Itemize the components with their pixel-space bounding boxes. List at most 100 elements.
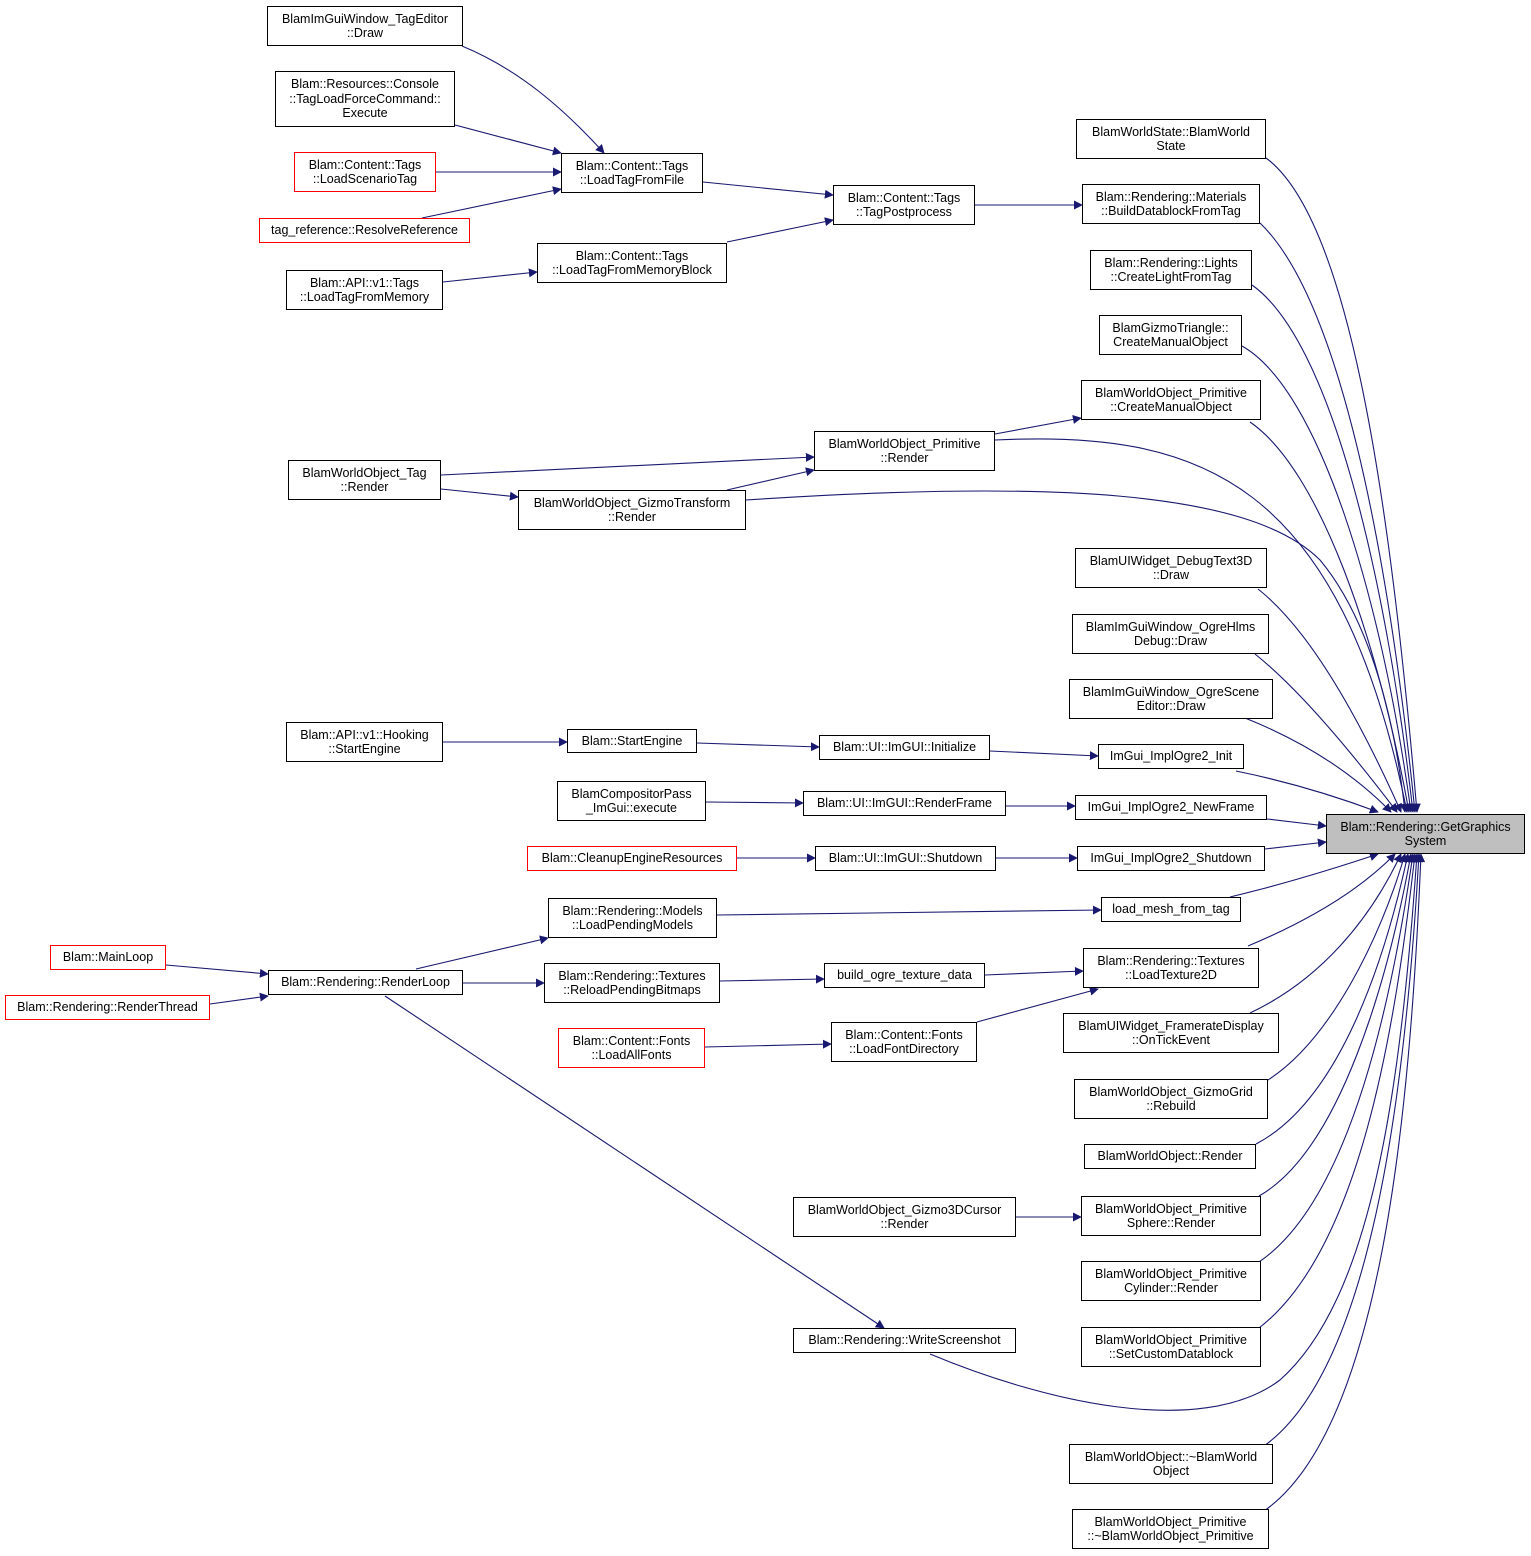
node-label: load_mesh_from_tag	[1112, 902, 1230, 917]
node-impl-init[interactable]: ImGui_ImplOgre2_Init	[1098, 744, 1244, 769]
node-start-engine[interactable]: Blam::StartEngine	[567, 729, 697, 753]
node-label: ::LoadTagFromMemoryBlock	[552, 263, 712, 277]
node-label: _ImGui::execute	[585, 801, 677, 815]
node-imgui-tageditor-draw[interactable]: BlamImGuiWindow_TagEditor::Draw	[267, 6, 463, 46]
node-label: ::CreateManualObject	[1110, 400, 1232, 414]
node-console-tagloadforce-execute[interactable]: Blam::Resources::Console::TagLoadForceCo…	[275, 71, 455, 127]
node-label: Sphere::Render	[1126, 1216, 1216, 1230]
node-label: State	[1156, 139, 1186, 153]
node-main-loop[interactable]: Blam::MainLoop	[50, 945, 166, 970]
node-gizmotransform-render[interactable]: BlamWorldObject_GizmoTransform::Render	[518, 490, 746, 530]
node-label: ::LoadTagFromMemory	[299, 290, 430, 304]
node-render-thread[interactable]: Blam::Rendering::RenderThread	[5, 995, 210, 1020]
node-tag-postprocess[interactable]: Blam::Content::Tags::TagPostprocess	[833, 185, 975, 225]
node-label: Cylinder::Render	[1124, 1281, 1218, 1295]
edge-renderthread-to-renderloop	[209, 992, 269, 1005]
node-label: Blam::Rendering::Materials	[1095, 189, 1247, 204]
node-framerate-ontick[interactable]: BlamUIWidget_FramerateDisplay::OnTickEve…	[1063, 1013, 1279, 1053]
node-load-texture2d[interactable]: Blam::Rendering::Textures::LoadTexture2D	[1083, 948, 1259, 988]
node-load-all-fonts[interactable]: Blam::Content::Fonts::LoadAllFonts	[558, 1028, 705, 1068]
node-load-tag-from-memory-block[interactable]: Blam::Content::Tags::LoadTagFromMemoryBl…	[537, 243, 727, 283]
node-ui-initialize[interactable]: Blam::UI::ImGUI::Initialize	[819, 735, 990, 760]
node-ui-shutdown[interactable]: Blam::UI::ImGUI::Shutdown	[815, 846, 996, 871]
node-label: ::SetCustomDatablock	[1108, 1347, 1234, 1361]
node-hooking-start-engine[interactable]: Blam::API::v1::Hooking::StartEngine	[286, 722, 443, 762]
node-cleanup-engine-resources[interactable]: Blam::CleanupEngineResources	[527, 846, 737, 871]
node-load-scenario-tag[interactable]: Blam::Content::Tags::LoadScenarioTag	[294, 152, 436, 192]
node-debugtext3d-draw[interactable]: BlamUIWidget_DebugText3D::Draw	[1075, 548, 1267, 588]
node-gizmogrid-rebuild[interactable]: BlamWorldObject_GizmoGrid::Rebuild	[1074, 1079, 1268, 1119]
edge-buildtexture-to-loadtexture2d	[984, 966, 1084, 976]
edge-primrender-to-createmanual	[994, 415, 1082, 435]
node-label: BlamWorldObject_Primitive	[1095, 1332, 1247, 1347]
node-primitive-create-manual[interactable]: BlamWorldObject_Primitive::CreateManualO…	[1081, 380, 1261, 420]
node-label: BlamWorldState::BlamWorld	[1092, 124, 1250, 139]
node-load-font-directory[interactable]: Blam::Content::Fonts::LoadFontDirectory	[831, 1022, 977, 1062]
node-worldobject-render[interactable]: BlamWorldObject::Render	[1084, 1144, 1256, 1169]
node-gizmo-triangle-create[interactable]: BlamGizmoTriangle::CreateManualObject	[1099, 315, 1242, 355]
edge-ogrescene-to-focus	[1244, 717, 1392, 813]
node-reload-pending-bitmaps[interactable]: Blam::Rendering::Textures::ReloadPending…	[544, 963, 720, 1003]
node-label: ::TagLoadForceCommand::	[289, 91, 441, 106]
node-load-mesh-from-tag[interactable]: load_mesh_from_tag	[1101, 897, 1241, 922]
node-label: ::LoadFontDirectory	[849, 1042, 959, 1056]
node-label: Blam::CleanupEngineResources	[541, 851, 723, 866]
node-primitive-render[interactable]: BlamWorldObject_Primitive::Render	[814, 431, 995, 471]
node-primitive-dtor[interactable]: BlamWorldObject_Primitive::~BlamWorldObj…	[1072, 1509, 1269, 1549]
edge-gizmogrid-to-focus	[1267, 853, 1408, 1081]
node-label: Blam::Content::Tags	[575, 158, 689, 173]
edge-ogrehlms-to-focus	[1254, 653, 1398, 813]
node-worldobject-tag-render[interactable]: BlamWorldObject_Tag::Render	[288, 460, 441, 500]
edge-builddatablock-to-focus	[1259, 222, 1419, 813]
node-build-datablock-from-tag[interactable]: Blam::Rendering::Materials::BuildDatablo…	[1082, 184, 1260, 224]
edge-compositor-to-renderframe	[705, 798, 804, 808]
node-label: ::Render	[340, 480, 389, 494]
node-set-custom-datablock[interactable]: BlamWorldObject_Primitive::SetCustomData…	[1081, 1327, 1261, 1367]
node-label: BlamUIWidget_FramerateDisplay	[1078, 1018, 1264, 1033]
node-label: Blam::Rendering::GetGraphics	[1340, 819, 1511, 834]
node-label: Blam::Content::Tags	[575, 248, 689, 263]
node-label: Blam::Rendering::WriteScreenshot	[808, 1333, 1001, 1348]
node-ui-renderframe[interactable]: Blam::UI::ImGUI::RenderFrame	[803, 791, 1006, 816]
edge-loadfromfile-to-postprocess	[702, 181, 834, 199]
edge-gizmotriangle-to-focus	[1241, 345, 1415, 813]
node-label: Blam::API::v1::Tags	[309, 275, 420, 290]
node-impl-newframe[interactable]: ImGui_ImplOgre2_NewFrame	[1075, 795, 1267, 820]
node-label: Blam::Rendering::RenderThread	[17, 1000, 198, 1015]
edge-createlight-to-focus	[1251, 284, 1417, 813]
node-build-ogre-texture-data[interactable]: build_ogre_texture_data	[824, 963, 985, 988]
node-label: Blam::Content::Tags	[847, 190, 961, 205]
node-load-tag-from-file[interactable]: Blam::Content::Tags::LoadTagFromFile	[561, 153, 703, 193]
node-label: ::Rebuild	[1146, 1099, 1196, 1113]
edge-framerate-to-focus	[1249, 853, 1402, 1014]
node-resolve-reference[interactable]: tag_reference::ResolveReference	[259, 218, 470, 243]
node-label: Blam::StartEngine	[581, 733, 683, 748]
node-render-loop[interactable]: Blam::Rendering::RenderLoop	[268, 970, 463, 995]
node-label: ::LoadPendingModels	[572, 918, 693, 932]
node-create-light-from-tag[interactable]: Blam::Rendering::Lights::CreateLightFrom…	[1090, 250, 1252, 290]
node-label: BlamWorldObject_Primitive	[1095, 1266, 1247, 1281]
edge-loadtexture2d-to-focus	[1247, 853, 1396, 947]
node-label: ::Render	[608, 510, 656, 524]
node-label: Blam::Rendering::Models	[562, 903, 703, 918]
node-compositor-execute[interactable]: BlamCompositorPass_ImGui::execute	[557, 781, 706, 821]
node-label: BlamWorldObject_GizmoTransform	[533, 495, 731, 510]
node-write-screenshot[interactable]: Blam::Rendering::WriteScreenshot	[793, 1328, 1016, 1353]
node-label: ::Draw	[346, 26, 384, 40]
node-label: ::LoadTexture2D	[1125, 968, 1217, 982]
node-api-load-tag-from-memory[interactable]: Blam::API::v1::Tags::LoadTagFromMemory	[286, 270, 443, 310]
node-label: ::~BlamWorldObject_Primitive	[1087, 1529, 1254, 1543]
node-impl-shutdown[interactable]: ImGui_ImplOgre2_Shutdown	[1077, 846, 1265, 871]
node-label: ::LoadTagFromFile	[579, 173, 685, 187]
node-gizmo3dcursor-render[interactable]: BlamWorldObject_Gizmo3DCursor::Render	[793, 1197, 1016, 1237]
node-label: BlamWorldObject_Gizmo3DCursor	[807, 1202, 1002, 1217]
node-load-pending-models[interactable]: Blam::Rendering::Models::LoadPendingMode…	[548, 898, 717, 938]
